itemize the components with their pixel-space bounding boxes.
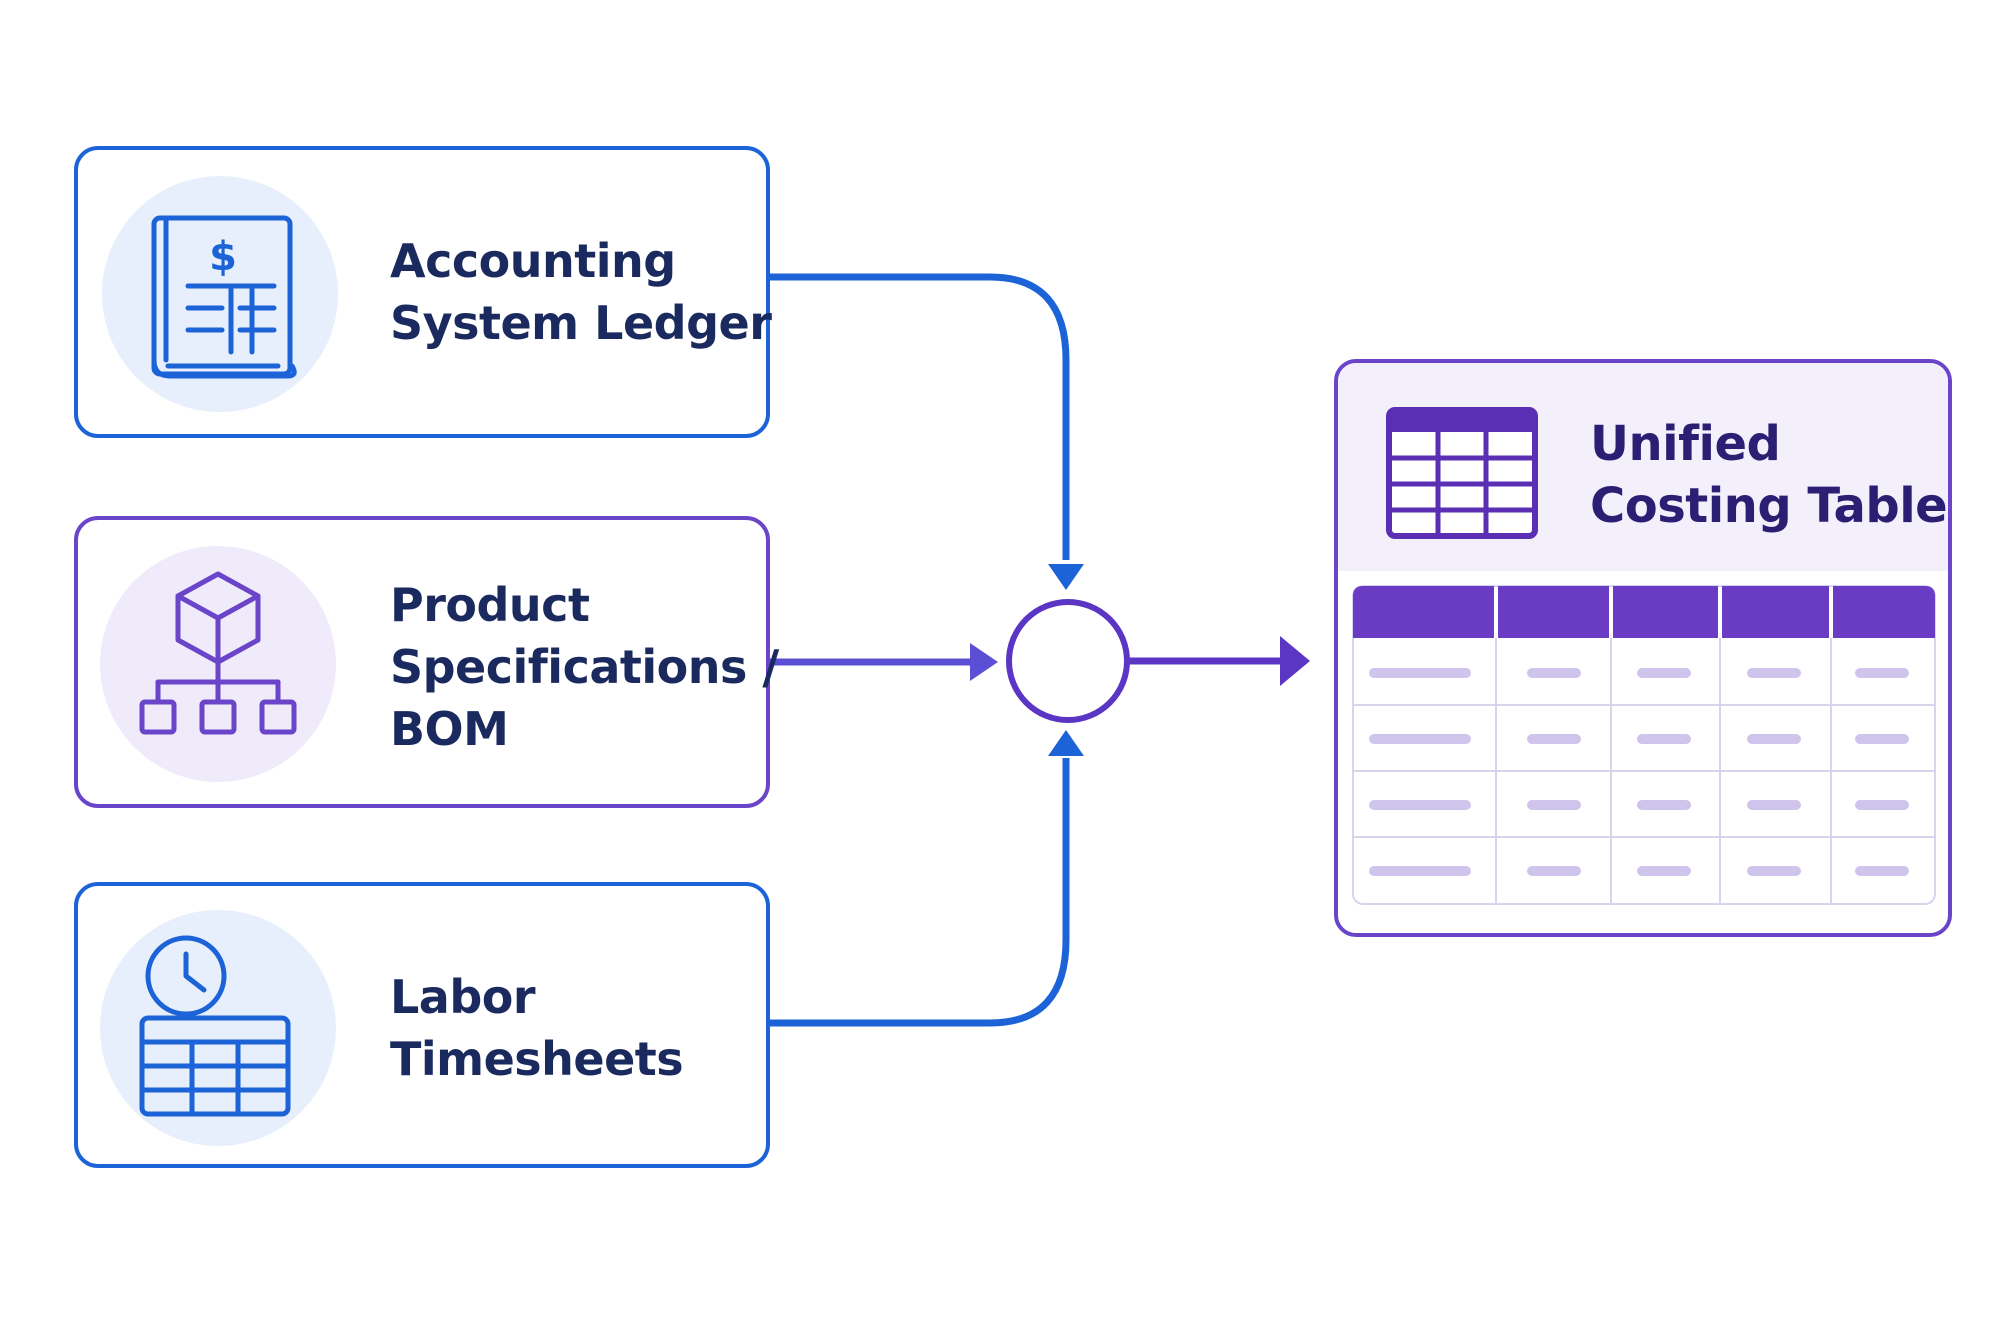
icon-circle-bom (100, 546, 336, 782)
merge-node (1006, 599, 1130, 723)
source-label-ledger: Accounting System Ledger (390, 234, 772, 350)
table-icon (1386, 407, 1538, 539)
source-label-bom: Product Specifications / BOM (390, 578, 779, 756)
costing-table-grid (1352, 585, 1936, 905)
source-card-bom: Product Specifications / BOM (74, 516, 779, 808)
clock-timesheet-icon (139, 935, 291, 1117)
output-card: Unified Costing Table (1334, 359, 1952, 937)
connector-labor (770, 758, 1070, 1027)
source-label-labor: Labor Timesheets (390, 970, 684, 1086)
source-card-ledger: $ Accounting System Ledger (74, 146, 772, 438)
output-title: Unified Costing Table (1590, 416, 1948, 534)
arrowhead-bom (970, 643, 998, 681)
product-hierarchy-icon (139, 571, 297, 735)
icon-circle-ledger: $ (102, 176, 338, 412)
grid-header-row (1353, 586, 1935, 638)
connector-ledger (770, 273, 1070, 560)
icon-circle-labor (100, 910, 336, 1146)
ledger-book-icon: $ (151, 215, 297, 379)
arrowhead-output (1280, 636, 1310, 686)
arrowhead-ledger (1048, 564, 1084, 590)
arrowhead-labor (1048, 730, 1084, 756)
svg-text:$: $ (209, 234, 237, 280)
source-card-labor: Labor Timesheets (74, 882, 770, 1168)
